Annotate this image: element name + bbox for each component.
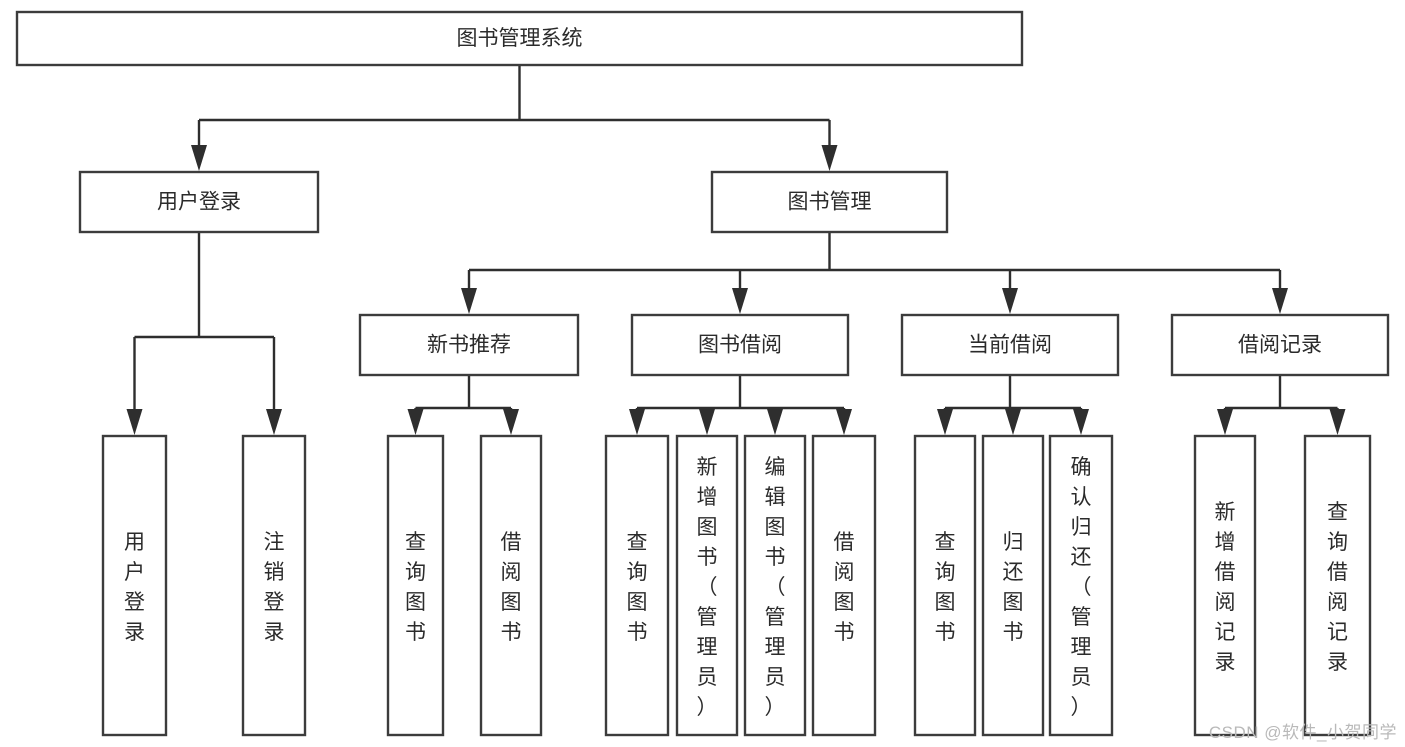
node-label: 新书推荐: [427, 334, 511, 357]
connector-group-new-book-recommend: [407, 375, 519, 435]
node-leaf-add-borrow-record[interactable]: 新增借阅记录: [1193, 434, 1257, 737]
node-leaf-query-book-current[interactable]: 查询图书: [913, 434, 977, 737]
node-leaf-user-login[interactable]: 用户登录: [101, 434, 168, 737]
node-label: 用户登录: [124, 531, 145, 644]
node-leaf-borrow-book[interactable]: 借阅图书: [811, 434, 877, 737]
node-label: 查询图书: [405, 531, 426, 644]
node-label: 注销登录: [264, 531, 285, 644]
node-label: 查询借阅记录: [1327, 501, 1348, 674]
node-label: 查询图书: [627, 531, 648, 644]
node-book-borrow[interactable]: 图书借阅: [630, 313, 850, 377]
node-leaf-user-logout[interactable]: 注销登录: [241, 434, 307, 737]
connector-group-current-borrow: [937, 375, 1089, 435]
node-leaf-confirm-return-admin[interactable]: 确认归还（管理员）: [1048, 434, 1114, 737]
node-label: 编辑图书（管理员）: [765, 456, 786, 719]
node-label: 归还图书: [1003, 531, 1024, 644]
node-leaf-add-book-admin[interactable]: 新增图书（管理员）: [675, 434, 739, 737]
node-label: 图书借阅: [698, 334, 782, 357]
node-user-login[interactable]: 用户登录: [78, 170, 320, 234]
node-new-book-recommend[interactable]: 新书推荐: [358, 313, 580, 377]
node-leaf-query-book-rec[interactable]: 查询图书: [386, 434, 445, 737]
node-leaf-edit-book-admin[interactable]: 编辑图书（管理员）: [743, 434, 807, 737]
connector-group-borrow-record: [1217, 375, 1346, 435]
connector-group-book-management: [461, 232, 1288, 314]
node-layer: 图书管理系统用户登录图书管理新书推荐图书借阅当前借阅借阅记录用户登录注销登录查询…: [15, 10, 1390, 737]
node-leaf-return-book[interactable]: 归还图书: [981, 434, 1045, 737]
node-label: 当前借阅: [968, 334, 1052, 357]
connector-group-book-borrow: [629, 375, 852, 435]
node-borrow-record[interactable]: 借阅记录: [1170, 313, 1390, 377]
node-label: 查询图书: [935, 531, 956, 644]
node-label: 借阅图书: [501, 531, 522, 644]
connector-group-user-login: [126, 232, 282, 435]
node-book-management[interactable]: 图书管理: [710, 170, 949, 234]
node-label: 借阅图书: [834, 531, 855, 644]
node-leaf-query-book-borrow[interactable]: 查询图书: [604, 434, 670, 737]
node-root[interactable]: 图书管理系统: [15, 10, 1024, 67]
node-label: 新增借阅记录: [1215, 501, 1236, 674]
connector-group-root: [191, 65, 838, 171]
node-label: 图书管理: [788, 191, 872, 214]
node-label: 用户登录: [157, 191, 241, 214]
connector-layer: [126, 65, 1346, 435]
node-label: 图书管理系统: [457, 27, 583, 50]
node-label: 借阅记录: [1238, 334, 1322, 357]
node-leaf-query-borrow-record[interactable]: 查询借阅记录: [1303, 434, 1372, 737]
node-leaf-borrow-book-rec[interactable]: 借阅图书: [479, 434, 543, 737]
node-label: 新增图书（管理员）: [697, 456, 718, 719]
node-label: 确认归还（管理员）: [1071, 456, 1092, 719]
node-current-borrow[interactable]: 当前借阅: [900, 313, 1120, 377]
